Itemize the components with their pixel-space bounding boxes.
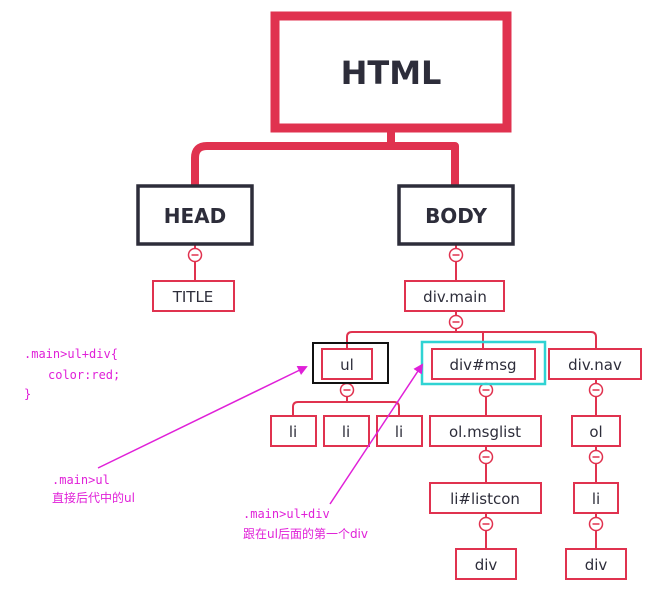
node-title: TITLE xyxy=(152,280,235,312)
collapse-icon-div-nav xyxy=(588,382,604,398)
node-li-1: li xyxy=(270,415,317,447)
code-line-1: .main>ul+div{ xyxy=(24,347,118,361)
node-head: HEAD xyxy=(136,184,254,246)
collapse-icon-ol-msglist xyxy=(478,449,494,465)
node-li-2-label: li xyxy=(342,423,350,441)
node-div-main-label: div.main xyxy=(423,288,487,306)
highlight-div-msg-box xyxy=(420,340,547,386)
node-body-label: BODY xyxy=(425,204,487,228)
code-line-2: color:red; xyxy=(48,368,120,382)
highlight-ul-box xyxy=(312,342,389,384)
node-div-nav-label: div.nav xyxy=(568,356,622,374)
node-li-listcon-label: li#listcon xyxy=(450,490,520,508)
arrow-to-ul xyxy=(97,365,308,469)
node-ol-label: ol xyxy=(589,423,602,441)
node-li-listcon: li#listcon xyxy=(429,482,542,514)
node-ol-msglist-label: ol.msglist xyxy=(449,423,521,441)
collapse-icon-div-msg xyxy=(478,382,494,398)
node-div-leaf-2: div xyxy=(565,548,627,580)
code-line-3: } xyxy=(24,387,31,401)
node-div-msg: div#msg xyxy=(420,340,547,386)
css-code-block: .main>ul+div{ color:red; } xyxy=(24,347,120,401)
node-li-nav-label: li xyxy=(592,490,600,508)
node-ol: ol xyxy=(571,415,621,447)
collapse-icon-ul xyxy=(339,382,355,398)
node-html-label: HTML xyxy=(341,54,442,92)
node-li-1-label: li xyxy=(289,423,297,441)
annotation-div: .main>ul+div 跟在ul后面的第一个div xyxy=(243,363,424,541)
node-li-2: li xyxy=(323,415,370,447)
node-li-3: li xyxy=(376,415,423,447)
annotation-div-description: 跟在ul后面的第一个div xyxy=(243,526,368,541)
collapse-icon-li-nav xyxy=(588,516,604,532)
annotation-ul-selector: .main>ul xyxy=(52,473,110,487)
node-div-leaf-1: div xyxy=(455,548,517,580)
node-ul-label: ul xyxy=(340,356,354,374)
annotation-ul: .main>ul 直接后代中的ul xyxy=(52,365,308,505)
node-div-leaf-1-label: div xyxy=(475,556,498,574)
node-html: HTML xyxy=(270,11,512,133)
node-li-nav: li xyxy=(573,482,619,514)
node-title-label: TITLE xyxy=(172,288,214,306)
node-div-main: div.main xyxy=(404,280,505,312)
node-div-msg-label: div#msg xyxy=(449,356,516,374)
collapse-icon-head xyxy=(187,247,203,263)
node-head-label: HEAD xyxy=(164,204,226,228)
arrow-to-div-msg xyxy=(329,363,424,505)
node-div-nav: div.nav xyxy=(548,348,642,380)
node-ul: ul xyxy=(312,342,389,384)
collapse-icon-ol xyxy=(588,449,604,465)
collapse-icon-li-listcon xyxy=(478,516,494,532)
annotation-ul-description: 直接后代中的ul xyxy=(52,490,135,505)
node-ol-msglist: ol.msglist xyxy=(429,415,542,447)
annotation-div-selector: .main>ul+div xyxy=(243,507,330,521)
collapse-icon-body xyxy=(448,247,464,263)
node-div-leaf-2-label: div xyxy=(585,556,608,574)
node-body: BODY xyxy=(397,184,515,246)
collapse-icon-div-main xyxy=(448,314,464,330)
node-li-3-label: li xyxy=(395,423,403,441)
